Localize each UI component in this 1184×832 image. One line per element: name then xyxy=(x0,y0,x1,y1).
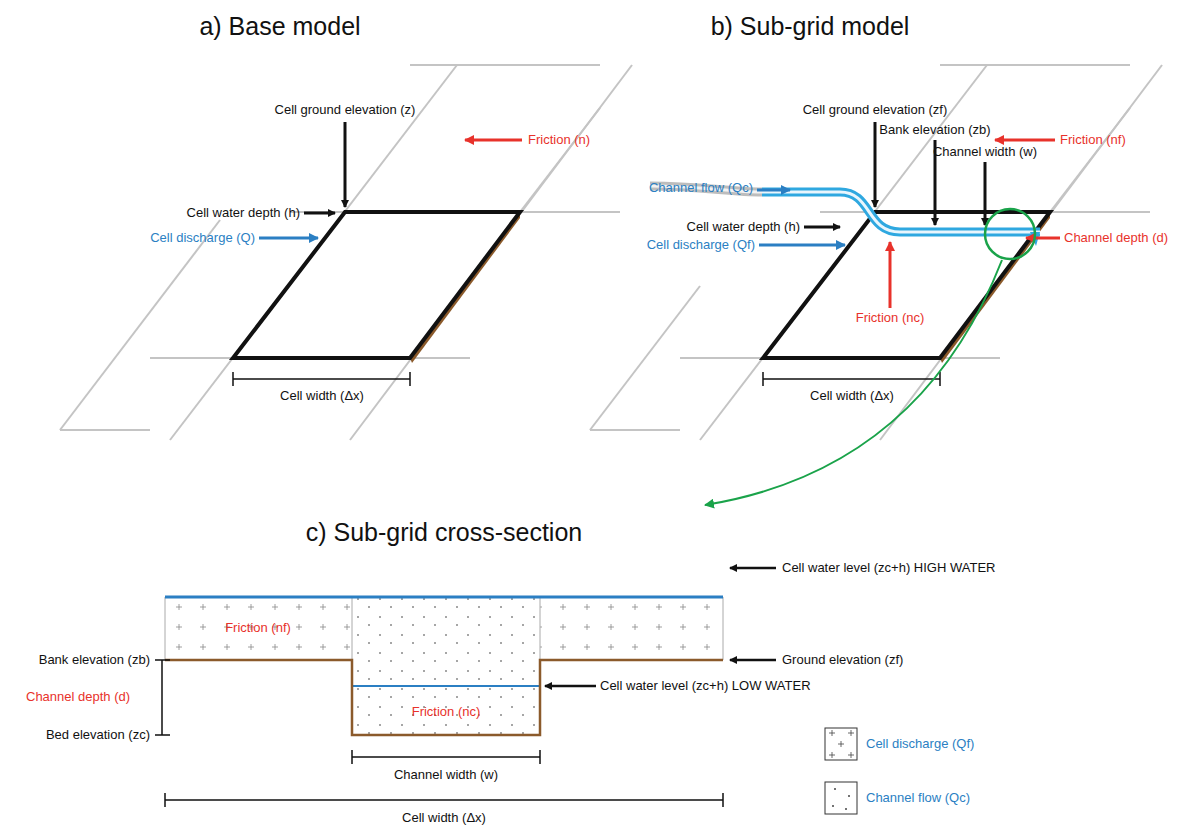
panel-title: c) Sub-grid cross-section xyxy=(306,517,582,547)
panel-title: b) Sub-grid model xyxy=(711,11,910,41)
callout-label: Bed elevation (zc) xyxy=(46,727,150,743)
callout-label: Friction (nf) xyxy=(1060,132,1126,148)
callout-label: Bank elevation (zb) xyxy=(39,652,150,668)
legend-text: Channel flow (Qc) xyxy=(866,790,970,806)
callout-label: Cell ground elevation (zf) xyxy=(803,102,948,118)
callout-label: Friction (nc) xyxy=(856,310,925,326)
callout-label: Cell ground elevation (z) xyxy=(275,102,416,118)
grid-lines xyxy=(60,65,632,440)
callout-label: Cell discharge (Qf) xyxy=(647,237,755,253)
callout-label: Channel depth (d) xyxy=(26,689,130,705)
callout-label: Friction (nc) xyxy=(412,704,481,720)
subgrid-cell xyxy=(650,122,1060,505)
base-cell xyxy=(233,122,522,386)
callout-label: Ground elevation (zf) xyxy=(782,652,903,668)
callout-label: Friction (nf) xyxy=(225,620,291,636)
callout-label: Friction (n) xyxy=(528,132,590,148)
callout-label: Cell width (Δx) xyxy=(280,388,364,404)
panel-title: a) Base model xyxy=(199,11,360,41)
callout-label: Channel width (w) xyxy=(394,767,498,783)
callout-label: Cell width (Δx) xyxy=(810,388,894,404)
grid-lines xyxy=(590,65,1162,440)
callout-label: Channel flow (Qc) xyxy=(649,180,753,196)
callout-label: Cell width (Δx) xyxy=(402,810,486,826)
callout-label: Cell water level (zc+h) HIGH WATER xyxy=(782,560,995,576)
legend-samples xyxy=(825,728,857,814)
callout-label: Cell water level (zc+h) LOW WATER xyxy=(600,678,811,694)
legend-text: Cell discharge (Qf) xyxy=(866,736,974,752)
callout-label: Cell discharge (Q) xyxy=(150,230,255,246)
callout-label: Channel depth (d) xyxy=(1064,230,1168,246)
callout-label: Cell water depth (h) xyxy=(687,219,800,235)
callout-label: Bank elevation (zb) xyxy=(879,122,990,138)
callout-label: Cell water depth (h) xyxy=(187,205,300,221)
callout-label: Channel width (w) xyxy=(933,144,1037,160)
